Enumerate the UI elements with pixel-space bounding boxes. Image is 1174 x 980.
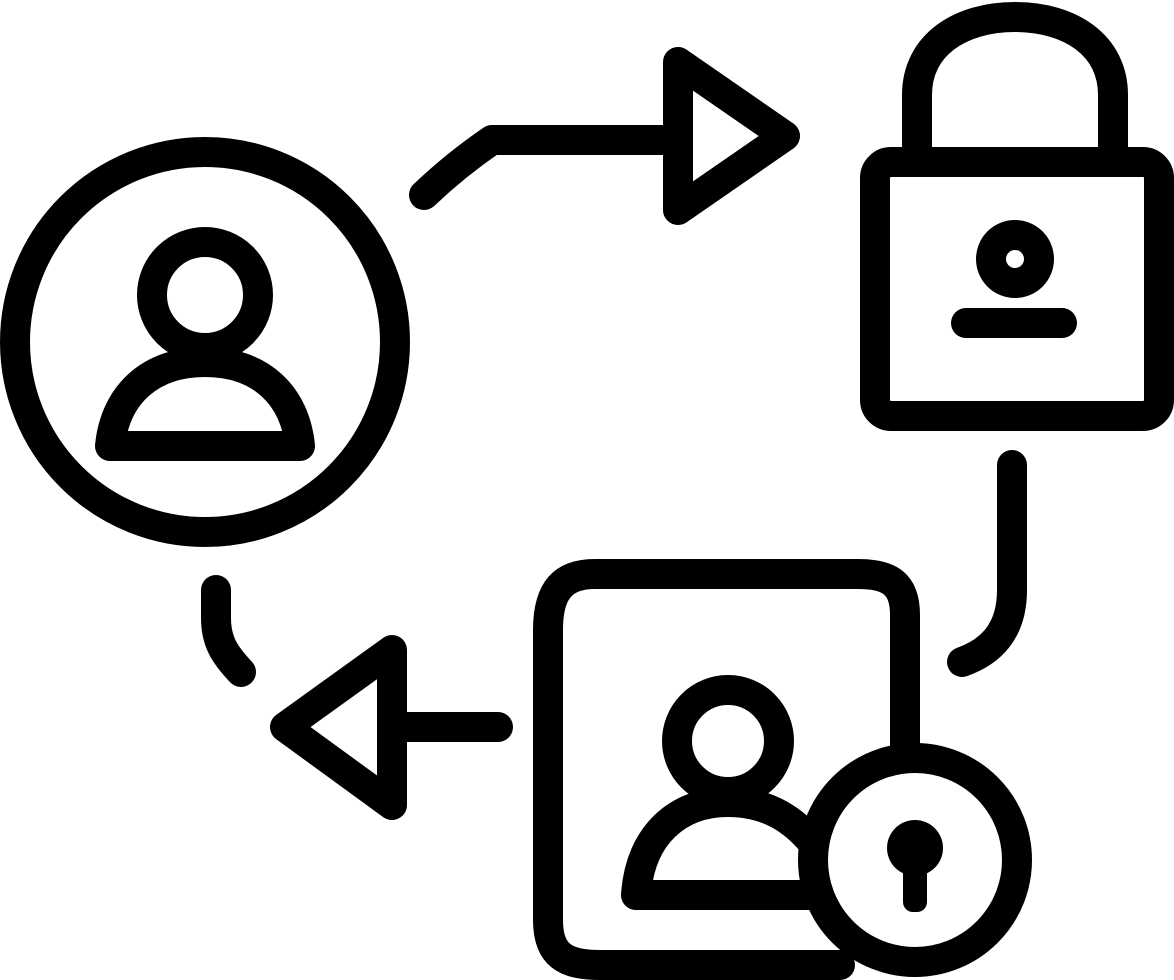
connector-line — [201, 575, 256, 687]
padlock-icon — [860, 2, 1174, 431]
arrow-left-icon — [270, 635, 513, 820]
arrow-right-icon — [409, 47, 800, 225]
user-profile-card-icon — [533, 559, 920, 980]
user-circle-icon — [0, 137, 410, 547]
keyhole-lock-badge-icon — [798, 743, 1032, 977]
connector-line — [947, 450, 1027, 677]
